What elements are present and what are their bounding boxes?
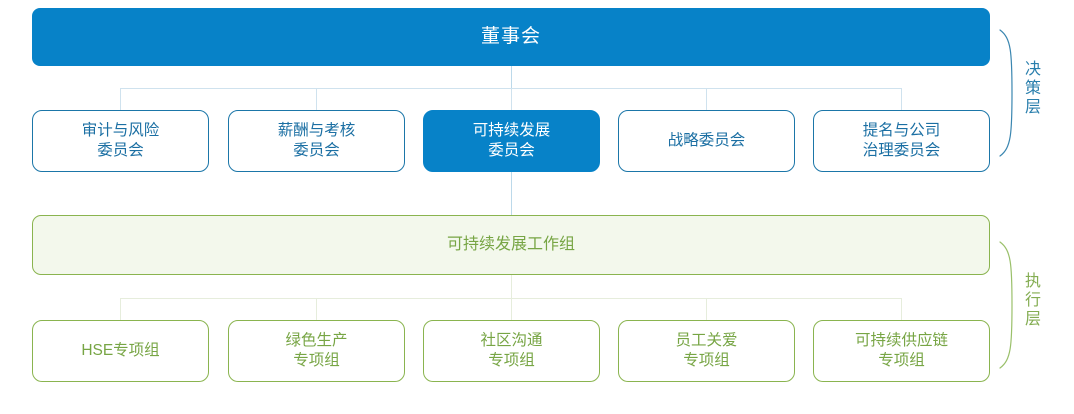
node-employee-care-team[interactable]: 员工关爱 专项组 (618, 320, 795, 382)
execution-bracket-icon (999, 241, 1013, 369)
execution-layer-label: 执行层 (1022, 272, 1039, 329)
execution-layer-bracket (998, 240, 1020, 370)
connector-committee-drop-2 (316, 88, 317, 110)
node-green-production-team[interactable]: 绿色生产 专项组 (228, 320, 405, 382)
decision-bracket-icon (999, 29, 1013, 157)
node-audit-risk-committee[interactable]: 审计与风险 委员会 (32, 110, 209, 172)
connector-board-stem (511, 66, 512, 88)
connector-committee-drop-3 (511, 88, 512, 110)
node-sustainable-supply-chain-team[interactable]: 可持续供应链 专项组 (813, 320, 990, 382)
node-compensation-appraisal-committee[interactable]: 薪酬与考核 委员会 (228, 110, 405, 172)
node-hse-team[interactable]: HSE专项组 (32, 320, 209, 382)
connector-committee-drop-5 (901, 88, 902, 110)
node-nomination-governance-committee[interactable]: 提名与公司 治理委员会 (813, 110, 990, 172)
node-sustainability-workgroup[interactable]: 可持续发展工作组 (32, 215, 990, 275)
node-strategy-committee[interactable]: 战略委员会 (618, 110, 795, 172)
node-board-of-directors[interactable]: 董事会 (32, 8, 990, 66)
connector-committee-to-workgroup (511, 172, 512, 215)
connector-team-drop-2 (316, 298, 317, 320)
node-sustainability-committee[interactable]: 可持续发展 委员会 (423, 110, 600, 172)
connector-workgroup-stem (511, 275, 512, 298)
connector-committee-drop-1 (120, 88, 121, 110)
connector-team-drop-5 (901, 298, 902, 320)
decision-layer-label: 决策层 (1022, 60, 1039, 117)
decision-layer-bracket (998, 28, 1020, 158)
node-community-communication-team[interactable]: 社区沟通 专项组 (423, 320, 600, 382)
connector-team-drop-3 (511, 298, 512, 320)
connector-team-drop-4 (706, 298, 707, 320)
connector-committee-drop-4 (706, 88, 707, 110)
connector-team-drop-1 (120, 298, 121, 320)
